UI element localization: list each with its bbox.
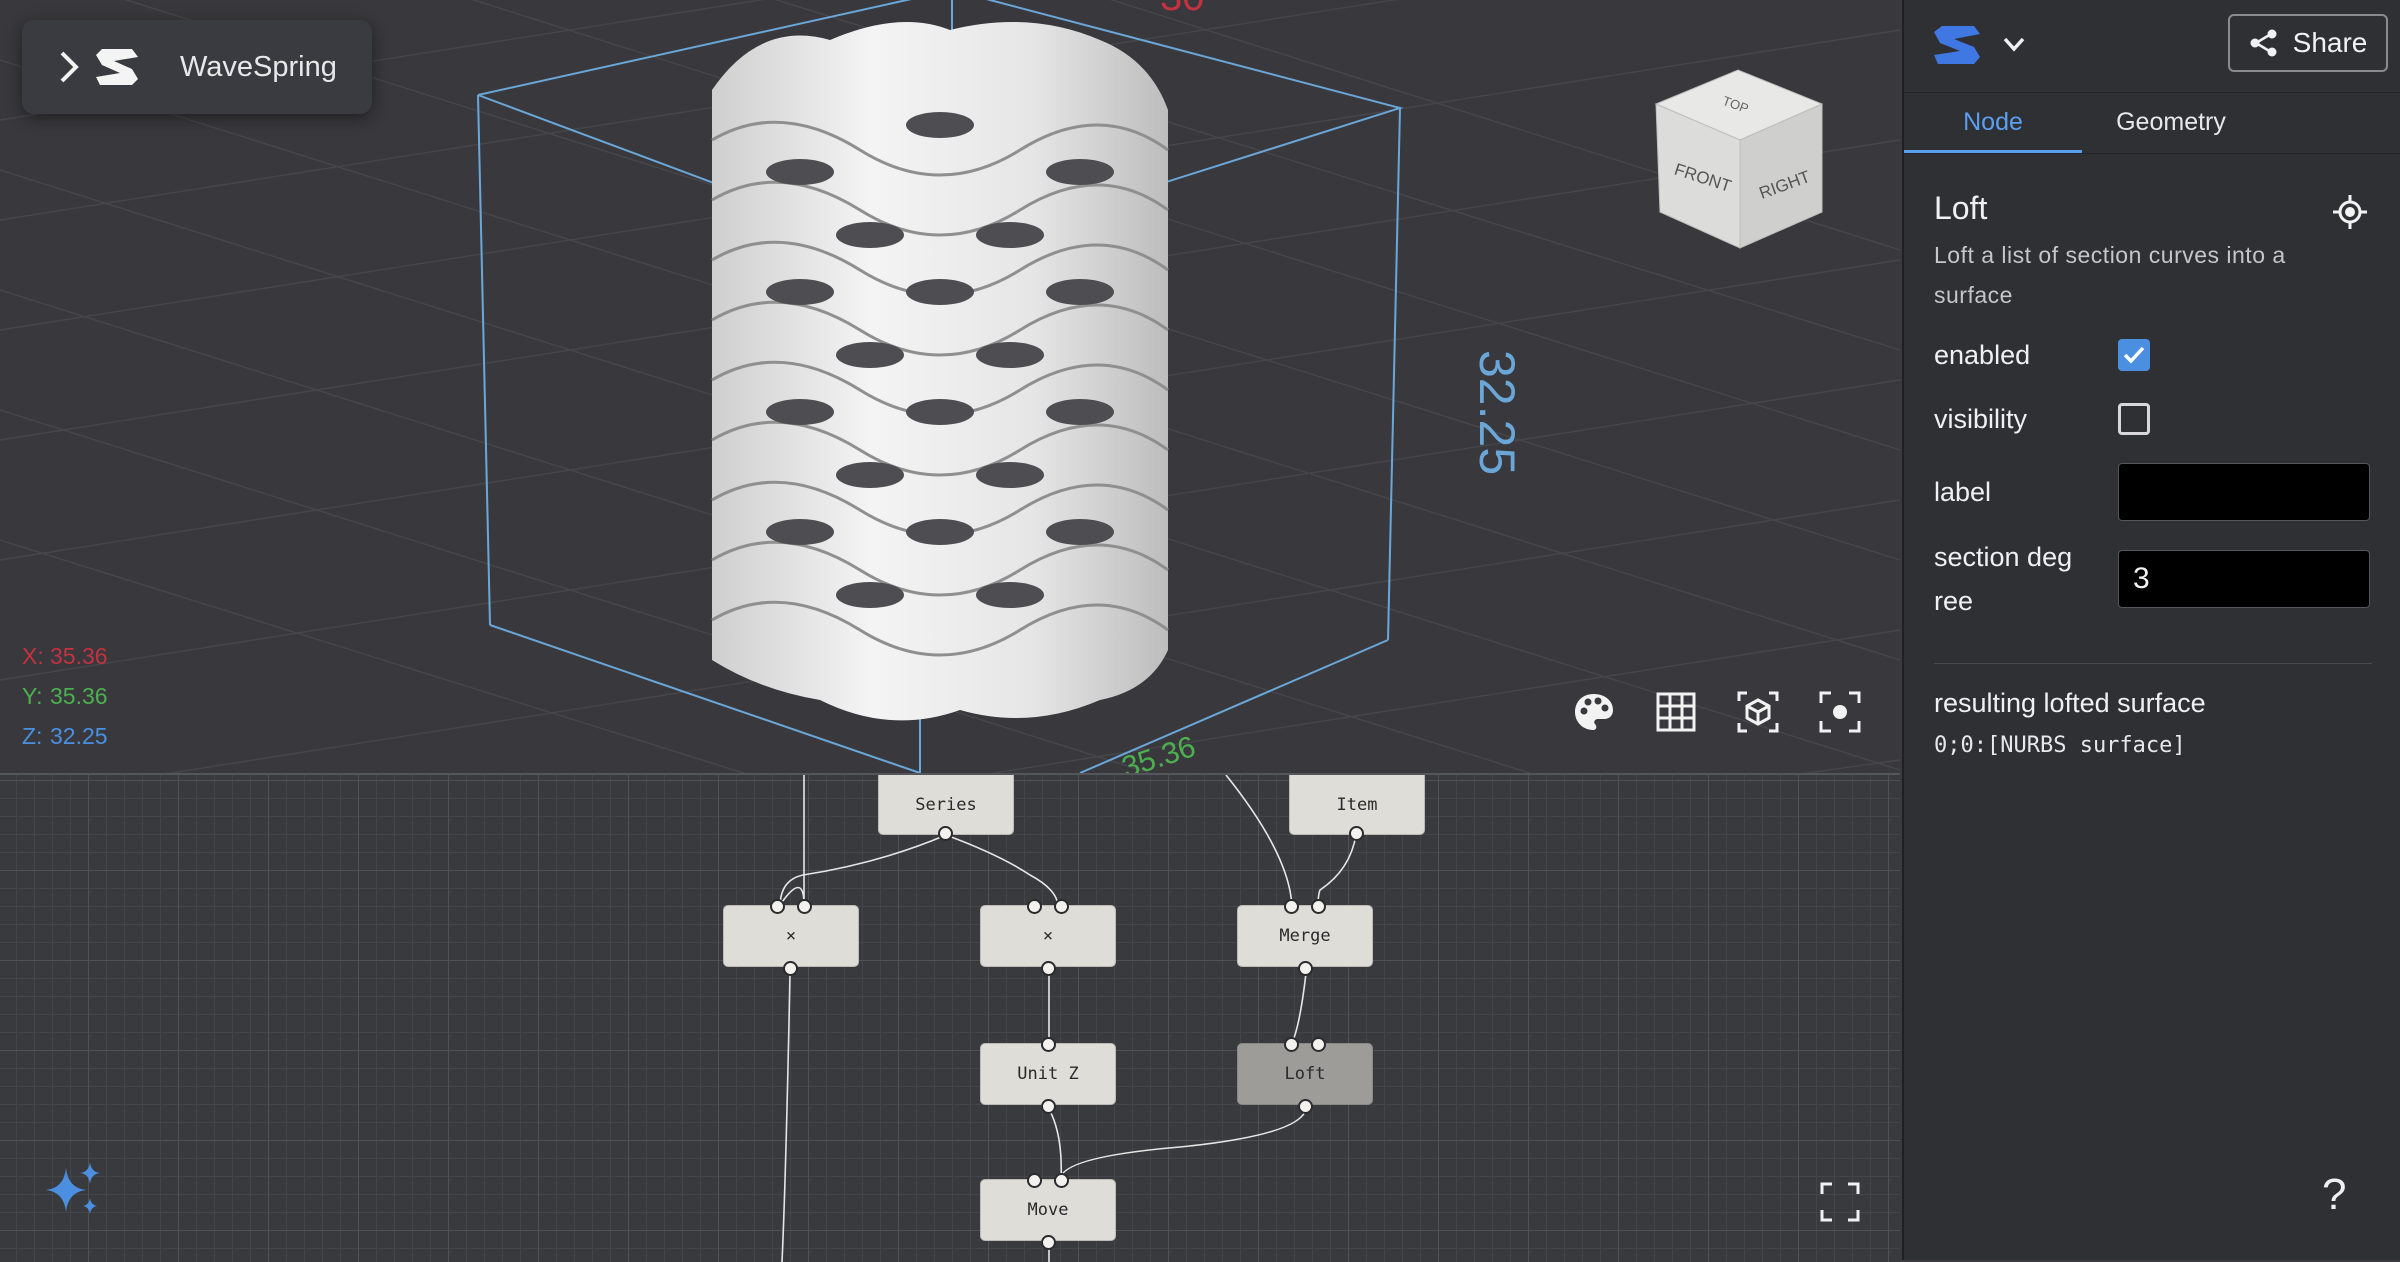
- locate-node-icon[interactable]: [2332, 194, 2368, 230]
- grid-icon[interactable]: [1654, 690, 1698, 734]
- label-row: label: [1934, 463, 2372, 521]
- node-input-port[interactable]: [1054, 899, 1069, 914]
- node-output-port[interactable]: [1298, 1099, 1313, 1114]
- visibility-label: visibility: [1934, 404, 2028, 434]
- tab-node[interactable]: Node: [1904, 93, 2082, 153]
- help-button[interactable]: ?: [2322, 1170, 2347, 1219]
- node-output-port[interactable]: [783, 961, 798, 976]
- wave-spring-model[interactable]: [711, 22, 1169, 721]
- visibility-row: visibility: [1934, 397, 2372, 441]
- z-axis-label: Z:: [22, 723, 43, 749]
- node-input-port[interactable]: [1311, 1037, 1326, 1052]
- app-chip: WaveSpring: [22, 20, 372, 114]
- graph-wires: [779, 775, 1357, 1262]
- viewport-toolbar: [1572, 690, 1862, 734]
- divider: [1934, 663, 2372, 664]
- loft-node[interactable]: Loft: [1237, 1043, 1373, 1105]
- move-node[interactable]: Move: [980, 1179, 1116, 1241]
- node-inspector: Loft Loft a list of section curves into …: [1904, 154, 2400, 758]
- share-icon: [2250, 29, 2277, 57]
- ai-sparkle-icon[interactable]: [44, 1160, 104, 1220]
- label-input[interactable]: [2118, 463, 2370, 521]
- node-output-port[interactable]: [1041, 1099, 1056, 1114]
- node-output-port[interactable]: [1349, 826, 1364, 841]
- node-input-port[interactable]: [1027, 899, 1042, 914]
- checkmark-icon: [2123, 346, 2145, 364]
- visibility-checkbox[interactable]: [2118, 403, 2150, 435]
- fullscreen-icon[interactable]: [1820, 1182, 1860, 1222]
- y-dimension-label: 35.36: [1118, 730, 1200, 773]
- z-coordinate: 32.25: [50, 723, 108, 749]
- output-label: resulting lofted surface: [1934, 688, 2206, 718]
- panel-tabs: Node Geometry: [1904, 93, 2400, 154]
- y-coordinate: 35.36: [50, 683, 108, 709]
- brand-logo-icon[interactable]: [1932, 24, 1982, 66]
- multiply-node[interactable]: ×: [980, 905, 1116, 967]
- panel-header: Share: [1904, 0, 2400, 93]
- bounding-box-icon[interactable]: [1736, 690, 1780, 734]
- unit-z-node[interactable]: Unit Z: [980, 1043, 1116, 1105]
- enabled-row: enabled: [1934, 333, 2372, 377]
- share-button[interactable]: Share: [2228, 14, 2388, 72]
- node-input-port[interactable]: [1041, 1037, 1056, 1052]
- node-graph-canvas[interactable]: Series Item × × Merge Unit Z Loft Move: [0, 773, 1900, 1262]
- node-output-port[interactable]: [1298, 961, 1313, 976]
- node-output-port[interactable]: [938, 826, 953, 841]
- ground-grid: 30 35.36: [0, 0, 1900, 773]
- merge-node[interactable]: Merge: [1237, 905, 1373, 967]
- 3d-viewport[interactable]: 30 35.36: [0, 0, 1900, 773]
- coordinate-readout: X:35.36 Y: 35.36 Z: 32.25: [22, 636, 108, 756]
- y-axis-label: Y:: [22, 683, 43, 709]
- output-value: 0;0:[NURBS surface]: [1934, 733, 2186, 758]
- inspector-panel: Share Node Geometry Loft Loft a list of …: [1902, 0, 2400, 1260]
- tab-geometry[interactable]: Geometry: [2116, 108, 2226, 136]
- enabled-label: enabled: [1934, 340, 2031, 370]
- height-dimension-label: 32.25: [1469, 350, 1525, 475]
- node-input-port[interactable]: [1284, 899, 1299, 914]
- node-input-port[interactable]: [1311, 899, 1326, 914]
- x-dimension-label: 30: [1160, 0, 1205, 19]
- x-axis-label: X:: [22, 643, 44, 669]
- node-title: Loft: [1934, 190, 1988, 226]
- app-logo-icon: [94, 47, 140, 87]
- node-input-port[interactable]: [1027, 1173, 1042, 1188]
- node-output-port[interactable]: [1041, 961, 1056, 976]
- expand-chevron-icon[interactable]: [58, 49, 84, 85]
- x-coordinate: 35.36: [50, 643, 108, 669]
- section-degree-row: section deg ree 3: [1934, 535, 2372, 623]
- node-input-port[interactable]: [1284, 1037, 1299, 1052]
- section-degree-label: section deg ree: [1934, 542, 2073, 616]
- enabled-checkbox[interactable]: [2118, 339, 2150, 371]
- node-description: Loft a list of section curves into a sur…: [1934, 242, 2286, 308]
- chevron-down-icon[interactable]: [2000, 30, 2028, 58]
- focus-icon[interactable]: [1818, 690, 1862, 734]
- share-label: Share: [2292, 27, 2368, 58]
- view-cube[interactable]: TOP FRONT RIGHT: [1654, 69, 1824, 249]
- label-label: label: [1934, 477, 1992, 507]
- node-input-port[interactable]: [797, 899, 812, 914]
- multiply-node[interactable]: ×: [723, 905, 859, 967]
- node-input-port[interactable]: [770, 899, 785, 914]
- section-degree-input[interactable]: 3: [2118, 550, 2370, 608]
- node-input-port[interactable]: [1054, 1173, 1069, 1188]
- palette-icon[interactable]: [1572, 690, 1616, 734]
- node-output-port[interactable]: [1041, 1235, 1056, 1250]
- app-title: WaveSpring: [180, 50, 337, 83]
